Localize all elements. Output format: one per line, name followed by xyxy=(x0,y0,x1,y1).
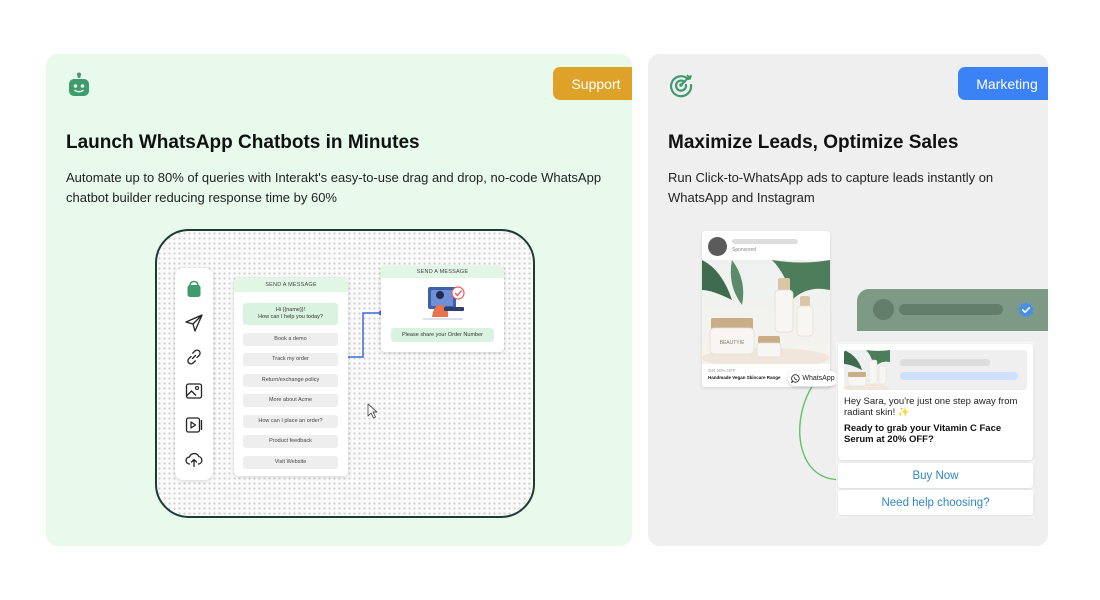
image-icon[interactable] xyxy=(183,380,205,402)
bag-icon[interactable] xyxy=(183,278,205,300)
support-description: Automate up to 80% of queries with Inter… xyxy=(66,170,602,205)
serum-products-illustration: BEAUTYIE xyxy=(702,260,830,364)
support-tag[interactable]: Support xyxy=(553,67,632,100)
serum-thumbnail-illustration xyxy=(844,350,890,390)
marketing-card: Marketing Maximize Leads, Optimize Sales… xyxy=(648,54,1048,546)
instagram-ad-post[interactable]: Sponsored BEAUTYIE Get 20% OFF Handmade … xyxy=(702,231,830,387)
whatsapp-label: WhatsApp xyxy=(802,375,835,382)
send-message-card[interactable]: SEND A MESSAGE Hi {{name}}!How can I hel… xyxy=(234,278,348,476)
order-number-prompt[interactable]: Please share your Order Number xyxy=(391,328,494,342)
marketing-title: Maximize Leads, Optimize Sales xyxy=(668,132,959,153)
option-product-feedback[interactable]: Product feedback xyxy=(243,435,338,448)
mouse-cursor-icon xyxy=(367,403,378,419)
greeting-message: Hi {{name}}!How can I help you today? xyxy=(243,303,338,325)
builder-toolbar xyxy=(175,268,213,480)
option-visit-website[interactable]: Visit Website xyxy=(243,456,338,469)
video-icon[interactable] xyxy=(183,414,205,436)
product-thumbnail xyxy=(844,350,890,390)
brand-label: BEAUTYIE xyxy=(720,340,745,346)
target-icon xyxy=(669,74,693,98)
product-image: BEAUTYIE xyxy=(702,260,830,364)
chat-name-placeholder xyxy=(899,304,1003,315)
verified-badge-icon xyxy=(1018,302,1034,318)
option-return-policy[interactable]: Return/exchange policy xyxy=(243,374,338,387)
preview-link-placeholder xyxy=(900,372,1018,380)
product-preview[interactable] xyxy=(844,350,1027,390)
option-track-order[interactable]: Track my order xyxy=(243,353,338,366)
cloud-icon[interactable] xyxy=(183,448,205,470)
option-about-acme[interactable]: More about Acme xyxy=(243,394,338,407)
chat-message-bubble: Hey Sara, you're just one step away from… xyxy=(838,344,1033,460)
whatsapp-icon xyxy=(791,374,800,383)
whatsapp-button[interactable]: WhatsApp xyxy=(788,371,838,386)
message-card-header: SEND A MESSAGE xyxy=(234,278,348,292)
chatbot-builder-illustration: SEND A MESSAGE Hi {{name}}!How can I hel… xyxy=(155,229,535,518)
buy-now-button[interactable]: Buy Now xyxy=(838,463,1033,488)
need-help-button[interactable]: Need help choosing? xyxy=(838,490,1033,515)
option-place-order[interactable]: How can I place an order? xyxy=(243,415,338,428)
sponsored-label: Sponsored xyxy=(732,247,757,253)
support-title: Launch WhatsApp Chatbots in Minutes xyxy=(66,132,420,153)
ad-account-placeholder xyxy=(732,239,798,244)
link-icon[interactable] xyxy=(183,346,205,368)
marketing-tag[interactable]: Marketing xyxy=(958,67,1048,100)
chat-message-offer: Ready to grab your Vitamin C Face Serum … xyxy=(844,423,1002,445)
avatar xyxy=(708,237,727,256)
chat-header xyxy=(857,289,1048,331)
chat-avatar xyxy=(873,299,894,320)
option-book-demo[interactable]: Book a demo xyxy=(243,333,338,346)
bot-icon xyxy=(69,72,89,96)
marketing-description: Run Click-to-WhatsApp ads to capture lea… xyxy=(668,170,994,205)
order-number-card[interactable]: SEND A MESSAGE Please share your Order N… xyxy=(381,266,504,352)
ad-offer-text: Get 20% OFF xyxy=(708,368,736,373)
message-card-header-2: SEND A MESSAGE xyxy=(381,266,504,278)
chat-message-text: Hey Sara, you're just one step away from… xyxy=(844,396,1018,418)
support-agent-illustration xyxy=(423,286,465,320)
support-card: Support Launch WhatsApp Chatbots in Minu… xyxy=(46,54,632,546)
preview-title-placeholder xyxy=(900,359,990,366)
ad-product-name: Handmade Vegan Skincare Range xyxy=(708,375,781,380)
send-icon[interactable] xyxy=(183,312,205,334)
